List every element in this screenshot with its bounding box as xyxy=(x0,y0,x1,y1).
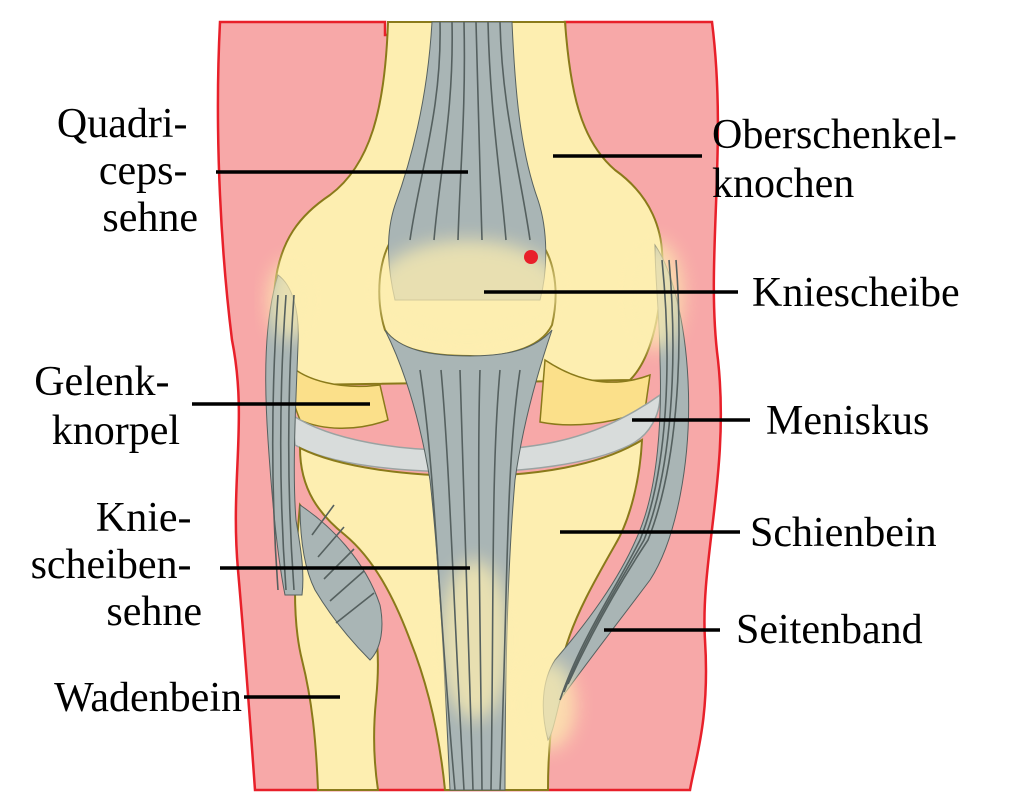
label-meniscus: Meniskus xyxy=(766,398,929,444)
fibula-ligament-fibre xyxy=(335,592,375,624)
quadriceps-fibre xyxy=(487,21,507,241)
label-tibia: Schienbein xyxy=(750,510,937,556)
label-patella: Kniescheibe xyxy=(752,270,960,316)
fibula-ligament-fibre xyxy=(311,504,335,536)
tendon-fibres xyxy=(271,21,680,791)
medial-ligament-blend-top xyxy=(627,240,683,350)
label-femur: Oberschenkel- knochen xyxy=(712,112,967,207)
patellar-tendon-fibre xyxy=(440,369,465,791)
fibula-ligament-fibre xyxy=(323,548,355,580)
patellar-tendon-fibre xyxy=(499,369,521,791)
quadriceps-fibre xyxy=(475,21,483,241)
patella-tendon-blend xyxy=(373,240,563,340)
patellar-tendon-fibre xyxy=(477,369,483,791)
patellar-tendon-fibre xyxy=(490,369,501,791)
medial-ligament-blend-bottom xyxy=(520,660,576,750)
lateral-ligament-fibre xyxy=(287,294,295,591)
fibula-ligament-fibre xyxy=(329,570,365,602)
marker-dot xyxy=(524,250,538,264)
lateral-ligament-blend-top xyxy=(268,260,312,340)
fibula-ligament-fibre xyxy=(317,526,345,558)
lateral-ligament-fibre xyxy=(271,294,279,591)
label-ligament: Seitenband xyxy=(736,607,923,653)
quadriceps-fibre xyxy=(409,21,441,241)
leader-lines xyxy=(192,154,750,699)
patellar-tendon-fibre xyxy=(459,369,474,791)
label-patellar-tendon: Knie- scheiben- sehne xyxy=(31,495,202,635)
label-fibula: Wadenbein xyxy=(54,675,242,721)
patellar-tendon-fibre xyxy=(419,369,456,791)
label-quadriceps-tendon: Quadri- ceps- sehne xyxy=(57,101,198,241)
quadriceps-fibre xyxy=(457,21,466,241)
quadriceps-fibre xyxy=(433,21,453,241)
quadriceps-fibre xyxy=(499,21,531,241)
medial-ligament-fibre xyxy=(567,259,680,685)
lateral-ligament-fibre xyxy=(279,294,287,591)
patellar-tendon-shape xyxy=(384,329,553,791)
label-cartilage: Gelenk- knorpel xyxy=(34,359,180,454)
tibial-tuberosity-blend xyxy=(440,560,510,720)
